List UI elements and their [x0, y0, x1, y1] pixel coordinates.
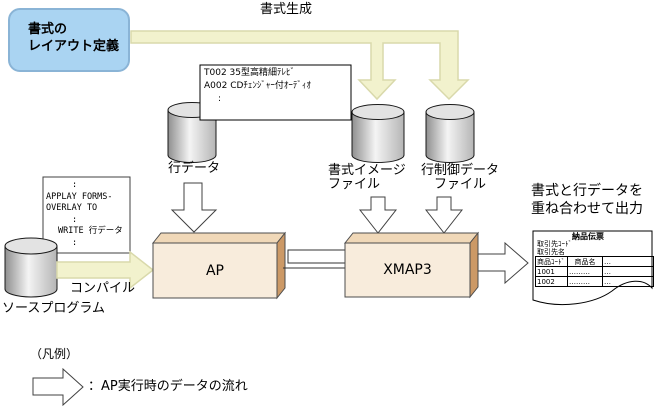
source-snippet-box — [42, 176, 131, 254]
legend-flow-label: ：AP実行時のデータの流れ — [88, 379, 248, 394]
ap-label: AP — [205, 262, 225, 279]
snippet-line6: : — [72, 237, 78, 248]
source-program-cylinder — [4, 237, 58, 298]
layout-definition-box: 書式の レイアウト定義 — [8, 8, 130, 72]
legend-flow-arrow — [32, 367, 84, 407]
xmap3-label: XMAP3 — [383, 262, 432, 278]
table-cell: … — [602, 276, 654, 287]
output-note-line2: 重ね合わせて出力 — [531, 201, 643, 217]
line-data-sample-box — [199, 64, 352, 121]
xmap3-output-arrow — [477, 241, 529, 285]
document-field2: 取引先名 — [537, 248, 565, 256]
sample-line2: A002 CDﾁｪﾝｼﾞｬｰ付ｵｰﾃﾞｨｵ — [204, 81, 311, 91]
layout-definition-line2: レイアウト定義 — [28, 39, 120, 54]
table-cell: … — [602, 266, 654, 277]
snippet-line4: : — [72, 214, 78, 225]
format-image-file-cylinder — [351, 104, 405, 163]
line-data-label: 行データ — [167, 161, 220, 176]
line-data-sample-text: T002 35型高精細ﾃﾚﾋﾞ A002 CDﾁｪﾝｼﾞｬｰ付ｵｰﾃﾞｨｵ : — [204, 67, 311, 106]
line-control-file-cylinder — [425, 104, 475, 163]
document-table-header-row: 商品ｺｰﾄﾞ 商品名 … — [535, 256, 654, 267]
format-image-file-line1: 書式イメージ — [328, 163, 406, 178]
document-table-row: 1001 ……… … — [535, 266, 654, 277]
header-cell: … — [602, 256, 654, 267]
line-data-to-ap-arrow — [170, 182, 218, 233]
sample-line1: T002 35型高精細ﾃﾚﾋﾞ — [204, 68, 295, 78]
document-table-row: 1002 ……… … — [535, 276, 654, 287]
snippet-line3: OVERLAY TO — [46, 203, 98, 213]
format-image-file-label: 書式イメージ ファイル — [328, 164, 406, 192]
ap-module-box — [151, 231, 287, 300]
output-note-line1: 書式と行データを — [531, 183, 643, 199]
header-cell: 商品名 — [567, 256, 603, 267]
source-snippet-text: : APPLAY FORMS- OVERLAY TO : WRITE 行データ … — [46, 180, 123, 249]
document-table: 商品ｺｰﾄﾞ 商品名 … 1001 ……… … 1002 ……… … — [535, 256, 654, 287]
compile-label: コンパイル — [70, 281, 136, 296]
table-cell: 1001 — [535, 266, 568, 277]
document-field1: 取引先ｺｰﾄﾞ — [537, 240, 572, 248]
sample-line3: : — [218, 94, 222, 104]
output-note: 書式と行データを 重ね合わせて出力 — [531, 182, 643, 218]
ap-xmap3-connector — [283, 249, 348, 269]
snippet-line5: WRITE 行データ — [58, 226, 123, 236]
legend-title: （凡例） — [30, 347, 79, 361]
compile-arrow — [56, 250, 155, 290]
format-generation-label: 書式生成 — [260, 2, 313, 17]
format-image-file-line2: ファイル — [328, 177, 381, 192]
xmap3-module-box — [343, 231, 480, 299]
line-control-file-line2: ファイル — [433, 177, 486, 192]
format-image-to-xmap3-arrow — [358, 196, 398, 234]
snippet-line2: APPLAY FORMS- — [46, 191, 113, 202]
layout-definition-line1: 書式の — [28, 22, 68, 37]
source-program-label: ソースプログラム — [2, 301, 105, 316]
header-cell: 商品ｺｰﾄﾞ — [535, 256, 568, 267]
snippet-line1: : — [72, 180, 78, 190]
line-control-to-xmap3-arrow — [424, 196, 464, 234]
document-title: 納品伝票 — [572, 232, 604, 241]
line-control-file-line1: 行制御データ — [420, 163, 499, 178]
table-cell: ……… — [567, 276, 603, 287]
table-cell: ……… — [567, 266, 603, 277]
line-control-file-label: 行制御データ ファイル — [412, 164, 508, 192]
table-cell: 1002 — [535, 276, 568, 287]
format-generation-flow-arrow — [130, 30, 470, 101]
